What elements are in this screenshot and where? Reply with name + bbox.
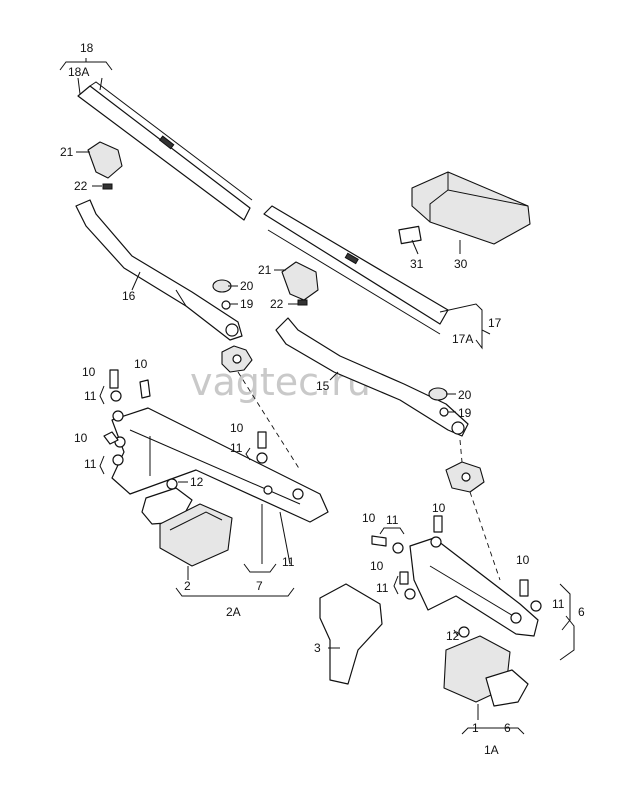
callout-10-g: 10: [370, 559, 384, 573]
callout-10-d: 10: [230, 421, 244, 435]
callout-17a: 17A: [452, 332, 473, 346]
callout-10-e: 10: [362, 511, 376, 525]
blade-cover-right: [281, 261, 319, 306]
callout-3: 3: [314, 641, 321, 655]
callout-22-right: 22: [270, 297, 284, 311]
callout-10-c: 10: [74, 431, 88, 445]
callout-19-right: 19: [458, 406, 472, 420]
blade-cover-left: [87, 141, 123, 190]
callout-6-right: 6: [578, 605, 585, 619]
callout-31: 31: [410, 257, 424, 271]
wiper-motor-right: [443, 626, 529, 707]
callout-18a: 18A: [68, 65, 89, 79]
callout-11-d: 11: [282, 555, 295, 569]
wiper-arm-left: [75, 199, 243, 341]
callout-10-f: 10: [432, 501, 446, 515]
callout-11-g: 11: [552, 597, 565, 611]
callout-30: 30: [454, 257, 468, 271]
callout-11-b: 11: [84, 457, 97, 471]
callout-21-right: 21: [258, 263, 272, 277]
wiper-arm-right: [275, 317, 469, 437]
callout-21-top: 21: [60, 145, 74, 159]
callout-19-left: 19: [240, 297, 254, 311]
callout-22-top: 22: [74, 179, 88, 193]
callout-10-a: 10: [82, 365, 96, 379]
callout-11-f: 11: [376, 581, 389, 595]
callout-labels: 18 18A 21 22 16 20 19 30 31 21 22 17 17A…: [60, 41, 585, 757]
wiper-blade-left: [77, 81, 253, 221]
callout-12-right: 12: [446, 629, 460, 643]
callout-20-right: 20: [458, 388, 472, 402]
leader-lines: [59, 58, 575, 735]
callout-11-a: 11: [84, 389, 97, 403]
callout-11-e: 11: [386, 513, 399, 527]
rain-sensor-housing: [398, 171, 531, 245]
bolts-right: [371, 515, 542, 612]
bolts-left: [103, 369, 268, 466]
callout-20-left: 20: [240, 279, 254, 293]
callout-16: 16: [122, 289, 136, 303]
nut-right: [439, 407, 449, 417]
callout-17: 17: [488, 316, 502, 330]
wiper-motor-left: [141, 478, 233, 567]
callout-7: 7: [256, 579, 263, 593]
wiper-linkage-right: [409, 536, 539, 637]
mounting-bracket: [319, 583, 383, 685]
callout-1a: 1A: [484, 743, 499, 757]
callout-2a: 2A: [226, 605, 241, 619]
callout-18: 18: [80, 41, 94, 55]
callout-6-bottom: 6: [504, 721, 511, 735]
callout-1: 1: [472, 721, 479, 735]
callout-2: 2: [184, 579, 191, 593]
callout-10-h: 10: [516, 553, 530, 567]
nut-left: [221, 300, 231, 310]
callout-15: 15: [316, 379, 330, 393]
callout-11-c: 11: [230, 441, 243, 455]
callout-12-left: 12: [190, 475, 204, 489]
callout-10-b: 10: [134, 357, 148, 371]
cap-right: [428, 387, 448, 401]
